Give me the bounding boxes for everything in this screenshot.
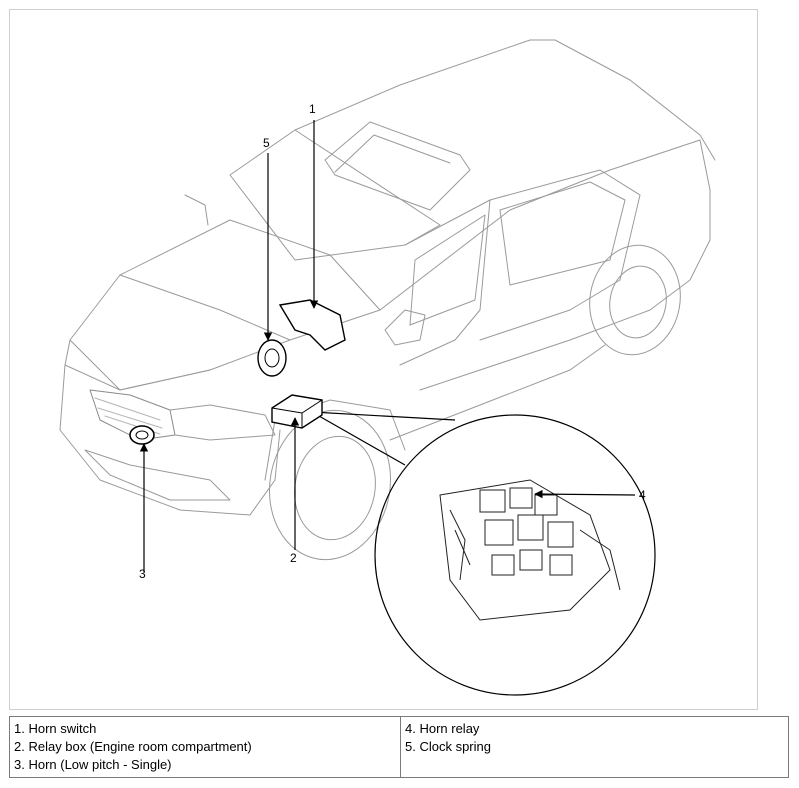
roof-outline — [229, 39, 716, 176]
front-bumper — [59, 364, 281, 516]
callout-4: 4 — [639, 488, 646, 502]
legend-item-horn-switch: 1. Horn switch — [14, 721, 97, 736]
car-line-drawing — [59, 39, 716, 696]
side-mirror — [384, 309, 426, 346]
callout-1: 1 — [309, 102, 316, 116]
legend-item-clock-spring: 5. Clock spring — [405, 739, 491, 754]
clock-spring — [257, 339, 287, 377]
legend-column-left: 1. Horn switch 2. Relay box (Engine room… — [10, 717, 401, 777]
relay-box — [271, 394, 323, 429]
legend-item-relay-box: 2. Relay box (Engine room compartment) — [14, 739, 252, 754]
front-door — [399, 199, 491, 366]
body-side — [379, 139, 711, 391]
callout-5: 5 — [263, 136, 270, 150]
rear-door — [479, 169, 641, 341]
legend-table: 1. Horn switch 2. Relay box (Engine room… — [9, 716, 789, 778]
leader-line-4 — [534, 489, 636, 499]
hood — [69, 219, 381, 391]
component-location-diagram: 1 5 2 3 4 — [9, 9, 758, 710]
legend-item-horn-relay: 4. Horn relay — [405, 721, 480, 736]
headlight — [169, 404, 276, 441]
horn-switch — [278, 299, 346, 351]
legend-item-horn: 3. Horn (Low pitch - Single) — [14, 757, 172, 772]
legend-column-right: 4. Horn relay 5. Clock spring — [401, 717, 788, 777]
rear-wheel — [589, 244, 681, 356]
callout-3: 3 — [139, 567, 146, 581]
windshield — [229, 129, 441, 261]
horn — [129, 425, 155, 445]
callout-2: 2 — [290, 551, 297, 565]
front-wheel — [268, 409, 392, 561]
sunroof — [324, 121, 471, 211]
relay-box-detail-inset — [311, 411, 656, 696]
lower-grille — [84, 449, 231, 501]
